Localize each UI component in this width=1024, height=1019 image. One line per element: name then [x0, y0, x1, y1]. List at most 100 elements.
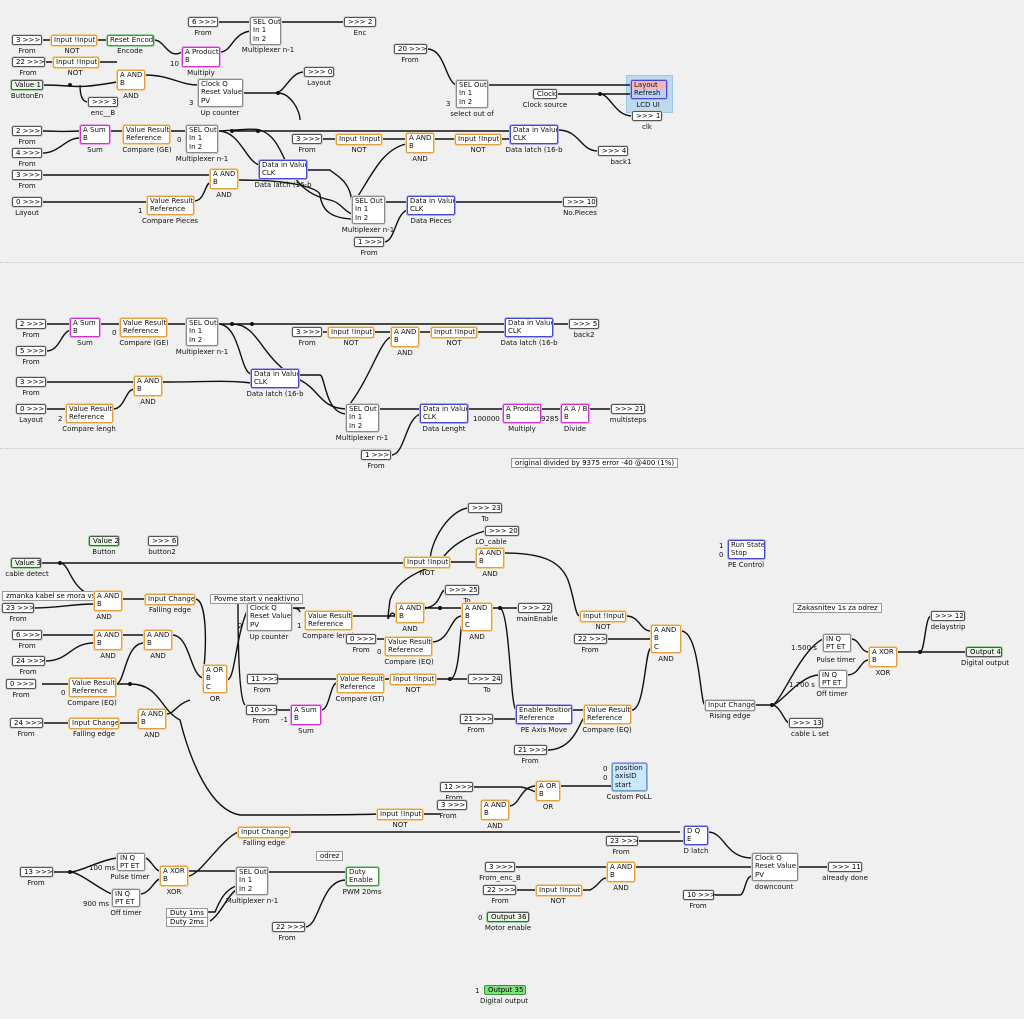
from-0b-chip[interactable]: 0 >>>: [16, 404, 46, 414]
edge-1[interactable]: Input Change: [145, 594, 195, 605]
from-20-chip[interactable]: 20 >>>: [394, 44, 427, 54]
from-21b-chip[interactable]: 21 >>>: [514, 745, 547, 755]
to-0-chip[interactable]: >>> 0: [304, 67, 334, 77]
note-odrez[interactable]: odrez: [316, 851, 344, 861]
to-23-chip[interactable]: >>> 23: [468, 503, 502, 513]
output-36[interactable]: Output 36: [487, 912, 529, 922]
from-23b-chip[interactable]: 23 >>>: [606, 836, 639, 846]
value-2[interactable]: Value 2: [89, 536, 119, 546]
duty-2[interactable]: Duty 2ms: [166, 917, 208, 927]
to-24-chip[interactable]: >>> 24: [468, 674, 502, 684]
from-5-chip[interactable]: 5 >>>: [16, 346, 46, 356]
to-25-chip[interactable]: >>> 25: [445, 585, 479, 595]
not-11[interactable]: Input !Input: [536, 885, 582, 896]
from-12-chip[interactable]: 12 >>>: [440, 782, 473, 792]
from-2b-chip[interactable]: 2 >>>: [16, 319, 46, 329]
to-2-chip[interactable]: >>> 2: [344, 17, 376, 27]
from-6-chip[interactable]: 6 >>>: [188, 17, 218, 27]
edge-3[interactable]: Input Change: [238, 827, 290, 838]
from-3e-chip[interactable]: 3 >>>: [16, 377, 46, 387]
not-9[interactable]: Input !Input: [390, 674, 436, 685]
not-3[interactable]: Input !Input: [336, 134, 382, 145]
from-0c-chip[interactable]: 0 >>>: [346, 634, 376, 644]
from-22c-chip[interactable]: 22 >>>: [483, 885, 516, 895]
edge-rising[interactable]: Input Change: [705, 700, 755, 711]
not-4[interactable]: Input !Input: [455, 134, 501, 145]
from-23-chip[interactable]: 23 >>>: [2, 603, 35, 613]
to-1-chip[interactable]: >>> 1: [632, 111, 662, 121]
from-24-chip[interactable]: 24 >>>: [12, 656, 45, 666]
from-10-chip[interactable]: 10 >>>: [246, 705, 279, 715]
to-4-chip[interactable]: >>> 4: [598, 146, 628, 156]
not-8[interactable]: Input !Input: [580, 611, 626, 622]
to-10-chip[interactable]: >>> 10: [563, 197, 597, 207]
to-5-chip[interactable]: >>> 5: [569, 319, 599, 329]
from-2-chip[interactable]: 2 >>>: [12, 126, 42, 136]
clock-chip[interactable]: Clock: [533, 89, 557, 99]
from-13-chip[interactable]: 13 >>>: [20, 867, 53, 877]
to-13-chip[interactable]: >>> 13: [789, 718, 823, 728]
value-3[interactable]: Value 3: [11, 558, 41, 568]
not-6[interactable]: Input !Input: [431, 327, 477, 338]
from-3f-chip[interactable]: 3 >>>: [437, 800, 467, 810]
not-10[interactable]: Input !Input: [377, 809, 423, 820]
from-0d-chip[interactable]: 0 >>>: [6, 679, 36, 689]
edge-2[interactable]: Input Change: [69, 718, 119, 729]
from-24b-chip[interactable]: 24 >>>: [10, 718, 43, 728]
note-zakasnitev[interactable]: Zakasnitev 1s za odrez: [793, 603, 882, 613]
from-21-chip[interactable]: 21 >>>: [460, 714, 493, 724]
from-22b-chip[interactable]: 22 >>>: [574, 634, 607, 644]
from-11-chip[interactable]: 11 >>>: [247, 674, 280, 684]
from-3-chip[interactable]: 3 >>>: [12, 35, 42, 45]
from-0-chip[interactable]: 0 >>>: [12, 197, 42, 207]
output-35[interactable]: Output 35: [484, 985, 526, 995]
output-4[interactable]: Output 4: [966, 647, 1002, 657]
from-6b-chip[interactable]: 6 >>>: [12, 630, 42, 640]
from-1b-chip[interactable]: 1 >>>: [361, 450, 391, 460]
to-22-chip[interactable]: >>> 22: [518, 603, 552, 613]
from-4-chip[interactable]: 4 >>>: [12, 148, 42, 158]
note-error[interactable]: original divided by 9375 error -40 @400 …: [511, 458, 679, 468]
to-6-chip[interactable]: >>> 6: [148, 536, 178, 546]
from-3d-chip[interactable]: 3 >>>: [292, 327, 322, 337]
